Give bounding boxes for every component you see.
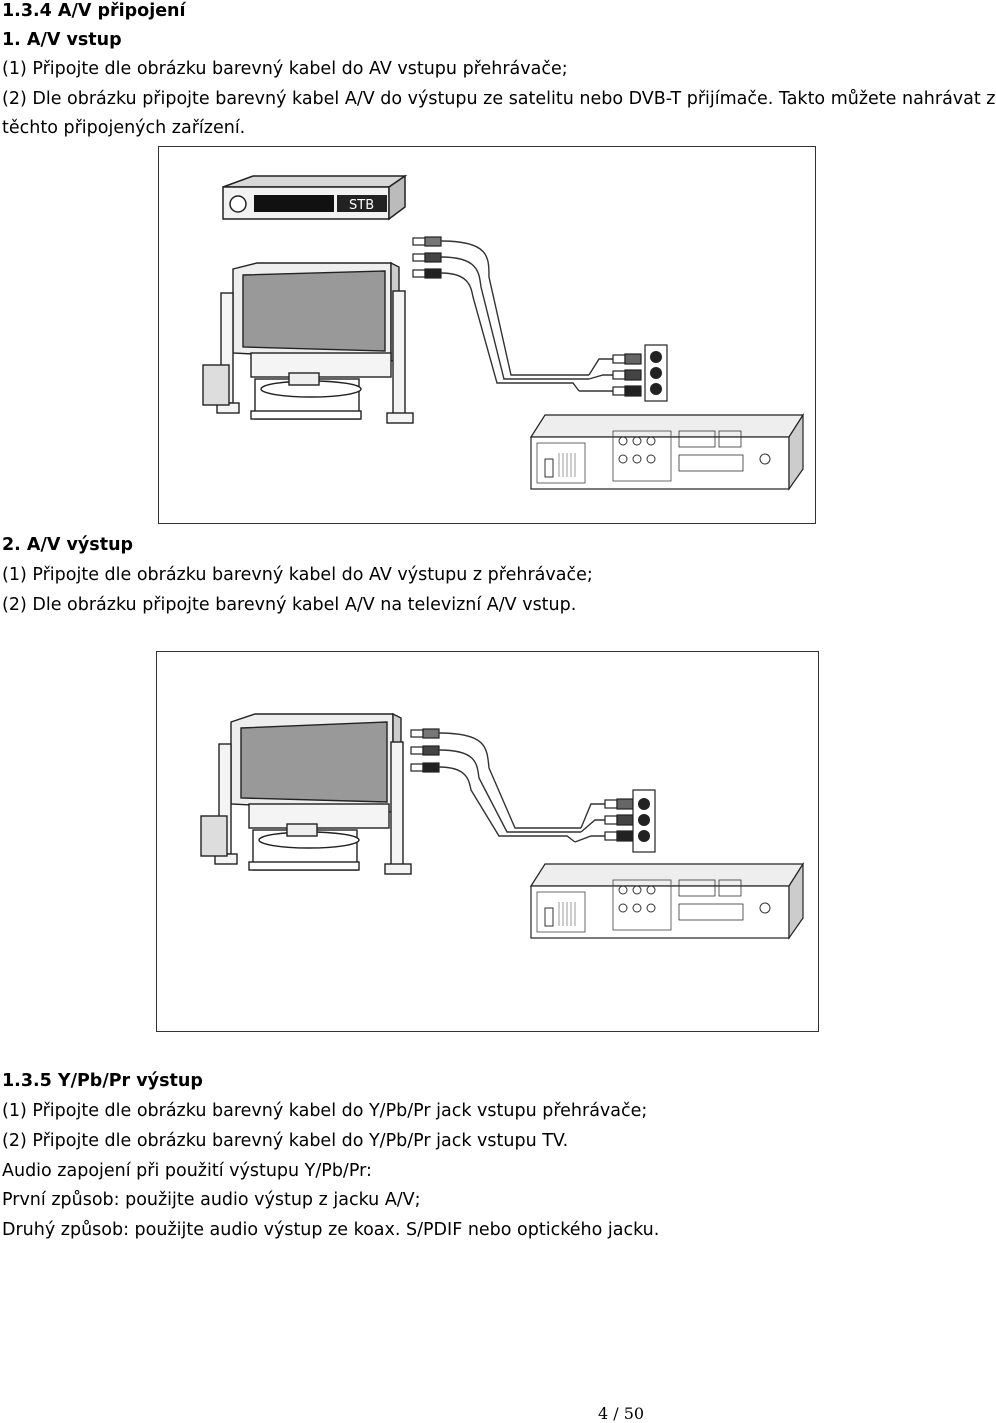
speaker-icon <box>202 290 414 424</box>
subheading-av-input: 1. A/V vstup <box>2 30 122 50</box>
paragraph-line: Druhý způsob: použijte audio výstup ze k… <box>2 1220 660 1240</box>
page-number: 4 / 50 <box>598 1404 645 1423</box>
paragraph-line: (2) Připojte dle obrázku barevný kabel d… <box>2 1131 569 1151</box>
tv-set-icon <box>230 712 402 871</box>
paragraph-line: (1) Připojte dle obrázku barevný kabel d… <box>2 565 593 585</box>
av-output-diagram <box>156 651 819 1032</box>
stb-receiver-icon: STB <box>222 174 408 221</box>
paragraph-line: těchto připojených zařízení. <box>2 118 246 138</box>
paragraph-line: (1) Připojte dle obrázku barevný kabel d… <box>2 59 568 79</box>
paragraph-line: Audio zapojení při použití výstupu Y/Pb/… <box>2 1161 372 1181</box>
stb-label: STB <box>349 198 374 213</box>
paragraph-line: První způsob: použijte audio výstup z ja… <box>2 1190 421 1210</box>
paragraph-line: (2) Dle obrázku připojte barevný kabel A… <box>2 595 577 615</box>
section-heading-av: 1.3.4 A/V připojení <box>2 1 186 21</box>
speaker-icon <box>200 741 412 875</box>
av-input-diagram: STB <box>158 146 816 524</box>
player-rear-panel-icon <box>529 861 805 940</box>
subheading-av-output: 2. A/V výstup <box>2 535 134 555</box>
tv-set-icon <box>232 261 400 420</box>
paragraph-line: (2) Dle obrázku připojte barevný kabel A… <box>2 89 996 109</box>
paragraph-line: (1) Připojte dle obrázku barevný kabel d… <box>2 1101 648 1121</box>
player-rear-panel-icon <box>529 412 805 491</box>
section-heading-ypbpr: 1.3.5 Y/Pb/Pr výstup <box>2 1071 203 1091</box>
